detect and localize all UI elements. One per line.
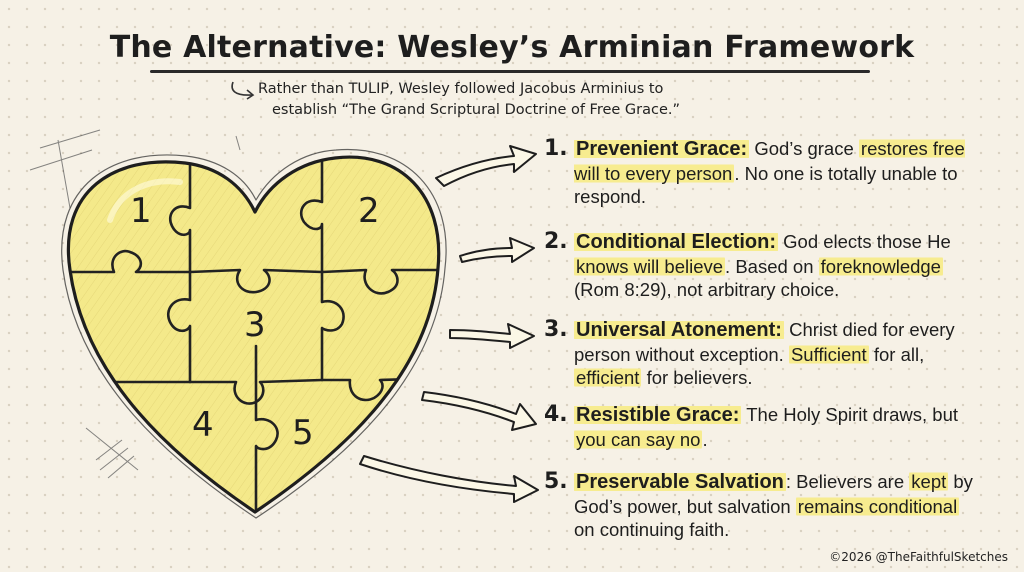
piece-label-4: 4 <box>192 405 214 445</box>
point-text-part: God elects those He <box>778 231 951 252</box>
point-highlight: Sufficient <box>788 343 869 365</box>
point-text-part: : Believers are <box>785 471 910 492</box>
title-underline <box>150 70 870 73</box>
point-number: 2. <box>544 229 568 254</box>
point-3: 3. Universal Atonement: Christ died for … <box>544 318 984 390</box>
curved-arrow-icon <box>231 81 255 100</box>
arrow-icon-2 <box>459 237 535 263</box>
point-text-part: for believers. <box>641 367 753 388</box>
point-number: 3. <box>544 317 568 342</box>
point-highlight: knows will believe <box>574 255 726 277</box>
arrow-icon-5 <box>359 455 539 503</box>
point-highlight: remains conditional <box>795 495 960 517</box>
point-number: 4. <box>544 402 568 427</box>
puzzle-seams <box>68 157 439 512</box>
arrow-icon-4 <box>421 391 537 431</box>
point-text-part: The Holy Spirit draws, but <box>741 404 959 425</box>
subtitle: Rather than TULIP, Wesley followed Jacob… <box>258 79 818 121</box>
piece-label-2: 2 <box>358 191 380 231</box>
point-text-part: for all, <box>868 343 925 365</box>
point-text: Resistible Grace: The Holy Spirit draws,… <box>574 403 984 451</box>
point-2: 2. Conditional Election: God elects thos… <box>544 230 984 302</box>
point-text: Prevenient Grace: God’s grace restores f… <box>574 137 984 209</box>
point-text-part: on continuing faith. <box>574 519 730 540</box>
subtitle-line-2: establish “The Grand Scriptural Doctrine… <box>272 102 681 118</box>
point-number: 5. <box>544 469 568 494</box>
arrow-icon-3 <box>449 323 535 349</box>
point-highlight: kept <box>909 471 949 492</box>
piece-label-5: 5 <box>292 413 314 453</box>
point-number: 1. <box>544 136 568 161</box>
point-highlight: efficient <box>574 367 642 388</box>
point-term: Universal Atonement: <box>574 319 784 341</box>
point-text-part: by God’s power, but salvation <box>574 471 973 517</box>
point-text-part: Christ died for every person without exc… <box>574 319 955 365</box>
point-text: Conditional Election: God elects those H… <box>574 230 984 302</box>
subtitle-line-1: Rather than TULIP, Wesley followed Jacob… <box>258 81 664 97</box>
piece-label-3: 3 <box>244 305 266 345</box>
point-text-part: (Rom 8:29), not arbitrary choice. <box>574 279 840 300</box>
heart-outline <box>66 155 441 514</box>
point-1: 1. Prevenient Grace: God’s grace restore… <box>544 137 984 209</box>
point-term: Resistible Grace: <box>574 404 742 426</box>
sketch-marks <box>29 129 241 479</box>
point-highlight: foreknowledge <box>818 255 943 277</box>
point-4: 4. Resistible Grace: The Holy Spirit dra… <box>544 403 984 451</box>
point-term: Preservable Salvation <box>574 471 786 493</box>
pointer-arrows <box>359 145 539 503</box>
point-term: Conditional Election: <box>574 231 778 253</box>
point-text-part: . Based on <box>725 255 819 277</box>
point-text-part: . <box>702 428 708 450</box>
arrow-icon-1 <box>435 145 537 187</box>
point-text: Preservable Salvation: Believers are kep… <box>574 470 984 542</box>
point-5: 5. Preservable Salvation: Believers are … <box>544 470 984 542</box>
point-text-part: . No one is totally unable to respond. <box>574 162 958 208</box>
point-term: Prevenient Grace: <box>574 138 750 160</box>
point-text-part: God’s grace <box>749 138 859 159</box>
copyright-credit: ©2026 @TheFaithfulSketches <box>829 550 1008 564</box>
point-highlight: you can say no <box>574 428 703 450</box>
point-text: Universal Atonement: Christ died for eve… <box>574 318 984 390</box>
piece-label-1: 1 <box>130 191 152 231</box>
piece-numbers: 1 2 3 4 5 <box>130 191 380 453</box>
page-title: The Alternative: Wesley’s Arminian Frame… <box>109 30 915 65</box>
